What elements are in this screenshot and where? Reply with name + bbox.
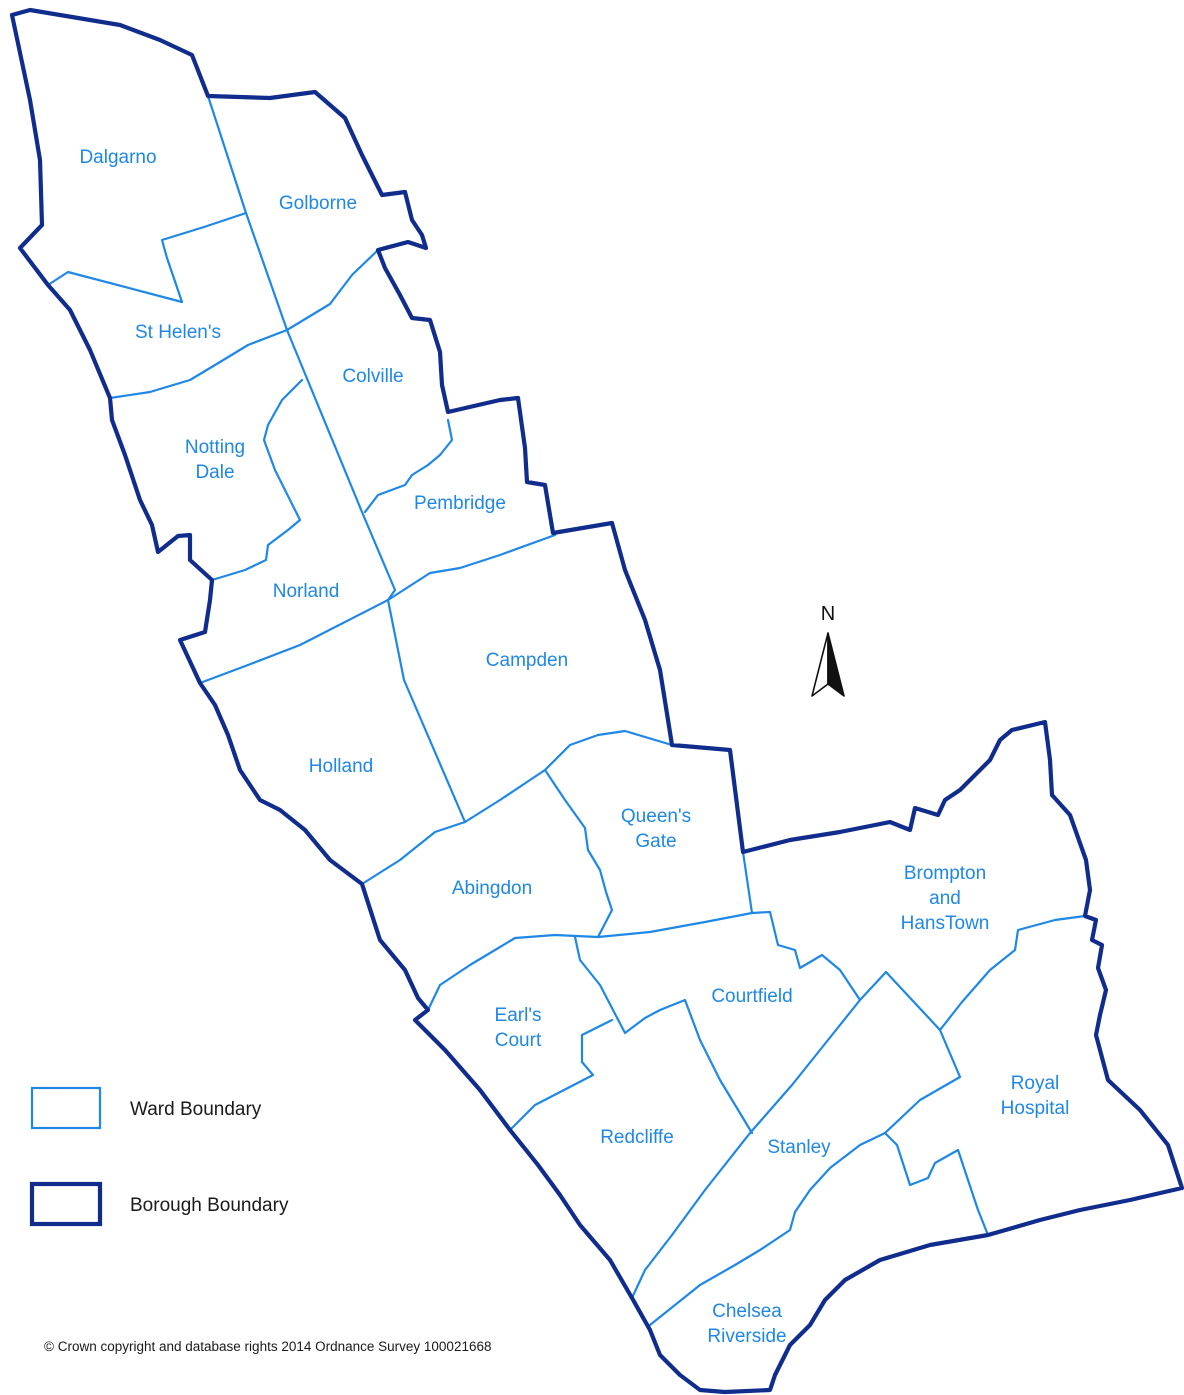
ward-label-line: Norland [273,581,340,602]
ward-boundary-legend-label: Ward Boundary [130,1099,262,1120]
ward-label-line: Campden [486,650,568,671]
north-arrow-icon: N [811,603,845,697]
ward-label-line: HansTown [901,913,990,934]
ward-label-line: Golborne [279,193,357,214]
ward-label-line: Riverside [707,1326,786,1347]
ward-label-line: Holland [309,756,373,777]
ward-label-line: Royal [1011,1073,1060,1094]
copyright-notice: © Crown copyright and database rights 20… [44,1339,491,1354]
ward-label-line: Notting [185,437,245,458]
ward-boundary-line [360,729,674,886]
ward-label-line: Dalgarno [79,147,156,168]
ward-boundaries [46,94,1087,1327]
ward-label-golborne: Golborne [279,193,357,214]
ward-label-norland: Norland [273,581,340,602]
ward-boundary-line [206,94,467,824]
ward-boundary-line [883,1075,990,1237]
ward-label-st-helens: St Helen's [135,322,221,343]
ward-label-line: Pembridge [414,493,506,514]
ward-boundary-line [363,418,454,514]
ward-label-line: and [929,888,961,909]
ward-label-line: Earl's [495,1005,542,1026]
ward-label-line: Courtfield [711,986,792,1007]
ward-label-stanley: Stanley [767,1137,831,1158]
ward-label-line: Dale [195,462,234,483]
ward-label-line: Colville [342,366,403,387]
ward-label-line: Stanley [767,1137,831,1158]
ward-boundary-line [648,1131,887,1327]
ward-boundary-line [46,211,248,304]
ward-boundary-line [573,935,754,1135]
ward-boundary-line [210,378,304,582]
borough-boundary-swatch [29,1181,103,1227]
ward-label-line: Chelsea [712,1301,782,1322]
borough-boundary-line [9,7,1184,1395]
ward-label-line: Abingdon [452,878,532,899]
ward-boundary-line [426,910,862,1012]
ward-boundary-line [543,768,614,939]
ward-label-holland: Holland [309,756,373,777]
north-arrow-label: N [821,603,835,625]
ward-label-redcliffe: Redcliffe [600,1127,674,1148]
ward-boundary-swatch [30,1086,102,1130]
ward-label-line: St Helen's [135,322,221,343]
ward-boundary-line [741,850,754,915]
ward-label-line: Queen's [621,806,691,827]
map-legend: Ward Boundary Borough Boundary [29,1086,289,1227]
ward-label-abingdon: Abingdon [452,878,532,899]
ward-label-line: Redcliffe [600,1127,674,1148]
ward-label-dalgarno: Dalgarno [79,147,156,168]
ward-boundary-line [938,914,1087,1032]
ward-label-pembridge: Pembridge [414,493,506,514]
ward-label-line: Hospital [1001,1098,1070,1119]
north-arrow-left-half [811,632,829,697]
north-arrow-right-half [827,632,845,697]
ward-label-courtfield: Courtfield [711,986,792,1007]
ward-label-line: Court [495,1030,542,1051]
ward-label-line: Brompton [904,863,986,884]
ward-boundary-line [108,248,380,400]
ward-label-campden: Campden [486,650,568,671]
ward-label-colville: Colville [342,366,403,387]
ward-boundary-line [198,533,557,685]
ward-boundary-line [630,970,962,1300]
ward-boundary-line [508,1018,614,1132]
borough-boundary-legend-label: Borough Boundary [130,1195,289,1216]
ward-label-line: Gate [635,831,676,852]
